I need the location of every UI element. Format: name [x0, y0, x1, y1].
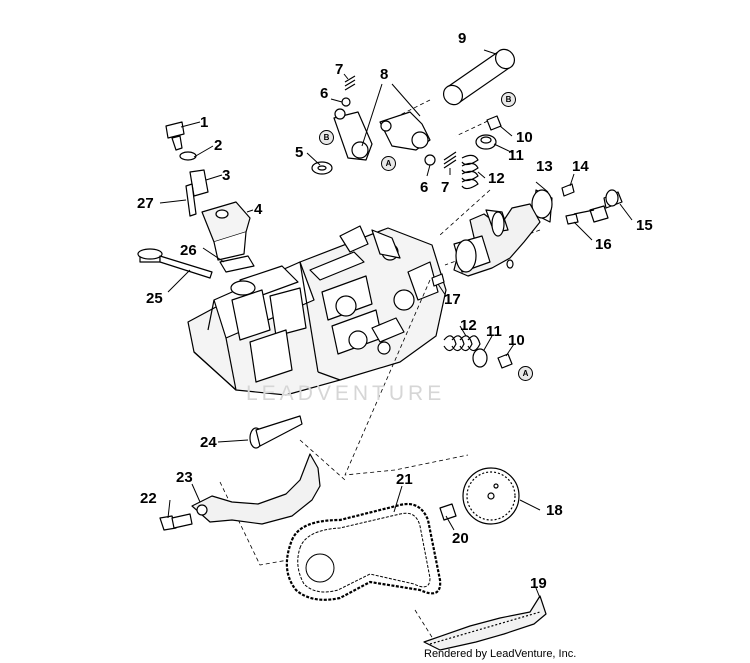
reference-tag-b: B	[319, 130, 334, 145]
callout-10[interactable]: 10	[516, 129, 533, 146]
callout-17[interactable]: 17	[444, 291, 461, 308]
part-6-nut	[424, 154, 436, 166]
part-9-tube	[442, 48, 516, 106]
part-7-spring	[344, 75, 356, 91]
part-12-valve-spring	[461, 154, 479, 190]
part-16-clip	[565, 213, 579, 225]
part-15-shaft	[573, 189, 623, 223]
part-10-keeper	[497, 353, 513, 369]
part-27-bolt	[185, 183, 197, 217]
callout-5[interactable]: 5	[295, 144, 304, 161]
callout-1[interactable]: 1	[200, 114, 209, 131]
reference-tag-a: A	[381, 156, 396, 171]
callout-24[interactable]: 24	[200, 434, 217, 451]
callout-12[interactable]: 12	[460, 317, 477, 334]
callout-26[interactable]: 26	[180, 242, 197, 259]
part-20-bolt	[439, 503, 457, 521]
callout-13[interactable]: 13	[536, 158, 553, 175]
part-11-retainer	[472, 348, 488, 368]
callout-2[interactable]: 2	[214, 137, 223, 154]
callout-3[interactable]: 3	[222, 167, 231, 184]
part-25-valve	[137, 248, 213, 279]
part-10-keeper	[486, 115, 502, 131]
callout-7[interactable]: 7	[335, 61, 344, 78]
part-14-pin	[561, 183, 575, 197]
part-26-gasket	[219, 255, 255, 273]
callout-25[interactable]: 25	[146, 290, 163, 307]
part-19-chain-guide	[423, 595, 547, 651]
callout-4[interactable]: 4	[254, 201, 263, 218]
callout-9[interactable]: 9	[458, 30, 467, 47]
credit-text: Rendered by LeadVenture, Inc.	[424, 648, 577, 660]
part-13-camshaft	[453, 189, 553, 277]
part-8-rocker-arms	[333, 108, 431, 161]
reference-tag-a: A	[518, 366, 533, 381]
part-6-nut	[341, 97, 351, 107]
part-18-sprocket	[462, 467, 520, 525]
callout-11[interactable]: 11	[486, 323, 502, 340]
reference-tag-b: B	[501, 92, 516, 107]
callout-21[interactable]: 21	[396, 471, 413, 488]
callout-16[interactable]: 16	[595, 236, 612, 253]
part-17-pin	[431, 273, 445, 287]
part-22-bolt	[159, 513, 193, 531]
callout-11[interactable]: 11	[508, 147, 524, 164]
callout-19[interactable]: 19	[530, 575, 547, 592]
watermark: LEADVENTURE	[246, 382, 446, 405]
cylinder-head	[187, 225, 447, 396]
callout-23[interactable]: 23	[176, 469, 193, 486]
part-2-oring	[179, 151, 197, 161]
callout-6[interactable]: 6	[420, 179, 429, 196]
part-1-bolt	[165, 121, 185, 151]
callout-8[interactable]: 8	[380, 66, 389, 83]
part-21-cam-chain	[285, 502, 442, 601]
part-7-spring	[443, 151, 457, 169]
callout-22[interactable]: 22	[140, 490, 157, 507]
callout-7[interactable]: 7	[441, 179, 450, 196]
callout-18[interactable]: 18	[546, 502, 563, 519]
callout-15[interactable]: 15	[636, 217, 653, 234]
part-23-chain-guide	[191, 453, 321, 525]
callout-14[interactable]: 14	[572, 158, 589, 175]
callout-10[interactable]: 10	[508, 332, 525, 349]
part-12-valve-spring	[443, 335, 481, 352]
part-4-tensioner	[201, 201, 251, 261]
callout-20[interactable]: 20	[452, 530, 469, 547]
callout-12[interactable]: 12	[488, 170, 505, 187]
part-24-valve	[249, 415, 303, 449]
callout-27[interactable]: 27	[137, 195, 154, 212]
callout-6[interactable]: 6	[320, 85, 329, 102]
